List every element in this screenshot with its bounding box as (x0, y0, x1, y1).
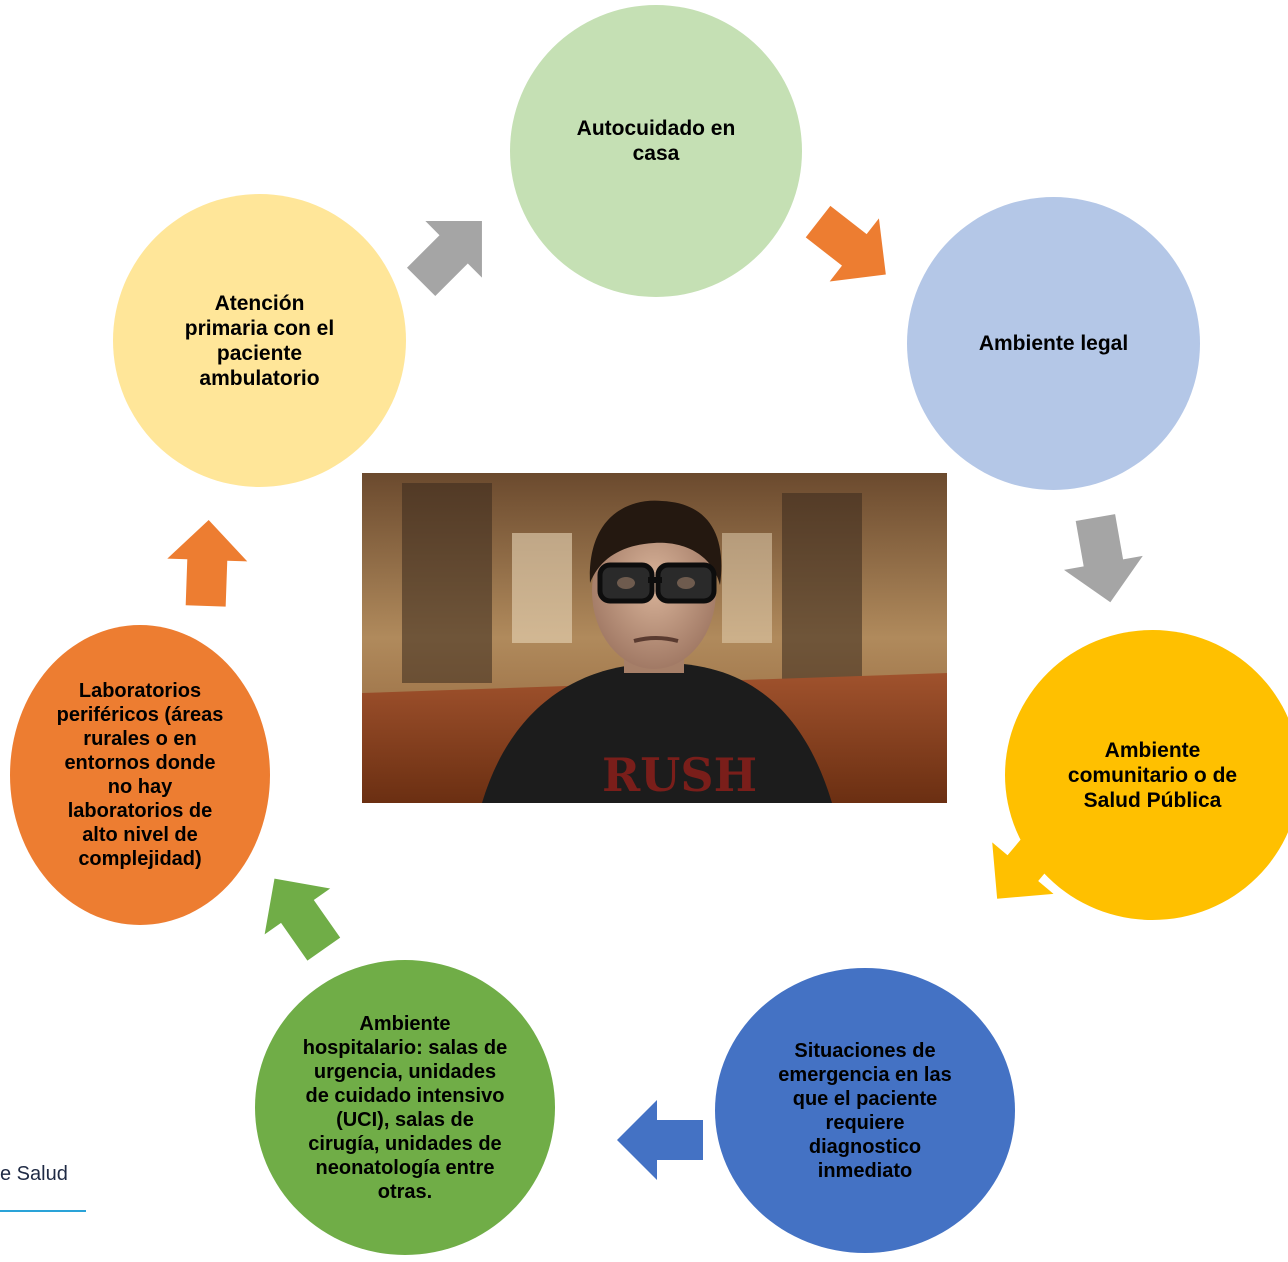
node-ambiente-legal: Ambiente legal (907, 197, 1200, 490)
node-ambiente-hospitalario-label: Ambiente hospitalario: salas de urgencia… (302, 1012, 508, 1203)
arrow-atencion-to-autocuidado (406, 221, 482, 297)
arrow-hospital-to-laboratorios (264, 878, 341, 961)
node-laboratorios-perifericos-label: Laboratorios periféricos (áreas rurales … (56, 680, 224, 870)
shirt-text: RUSH (602, 748, 757, 802)
node-ambiente-comunitario: Ambiente comunitario o de Salud Pública (1005, 630, 1288, 920)
node-situaciones-emergencia: Situaciones de emergencia en las que el … (715, 968, 1015, 1253)
node-atencion-primaria-label: Atención primaria con el paciente ambula… (184, 291, 335, 390)
node-autocuidado-label: Autocuidado en casa (576, 117, 736, 165)
node-atencion-primaria: Atención primaria con el paciente ambula… (113, 194, 406, 487)
node-ambiente-comunitario-label: Ambiente comunitario o de Salud Pública (1067, 738, 1238, 812)
arrow-autocuidado-to-legal (805, 205, 886, 282)
node-ambiente-hospitalario: Ambiente hospitalario: salas de urgencia… (255, 960, 555, 1255)
footer-text: e Salud (0, 1163, 68, 1185)
footer-underline (0, 1210, 86, 1212)
node-ambiente-legal-label: Ambiente legal (978, 332, 1129, 355)
arrow-emergencia-to-hospital (617, 1100, 703, 1180)
node-laboratorios-perifericos: Laboratorios periféricos (áreas rurales … (10, 625, 270, 925)
node-autocuidado: Autocuidado en casa (510, 5, 802, 297)
node-situaciones-emergencia-label: Situaciones de emergencia en las que el … (778, 1039, 952, 1182)
arrow-legal-to-comunitario (1063, 514, 1143, 603)
arrow-laboratorios-to-atencion (167, 520, 248, 607)
center-photo: RUSH (362, 473, 947, 803)
